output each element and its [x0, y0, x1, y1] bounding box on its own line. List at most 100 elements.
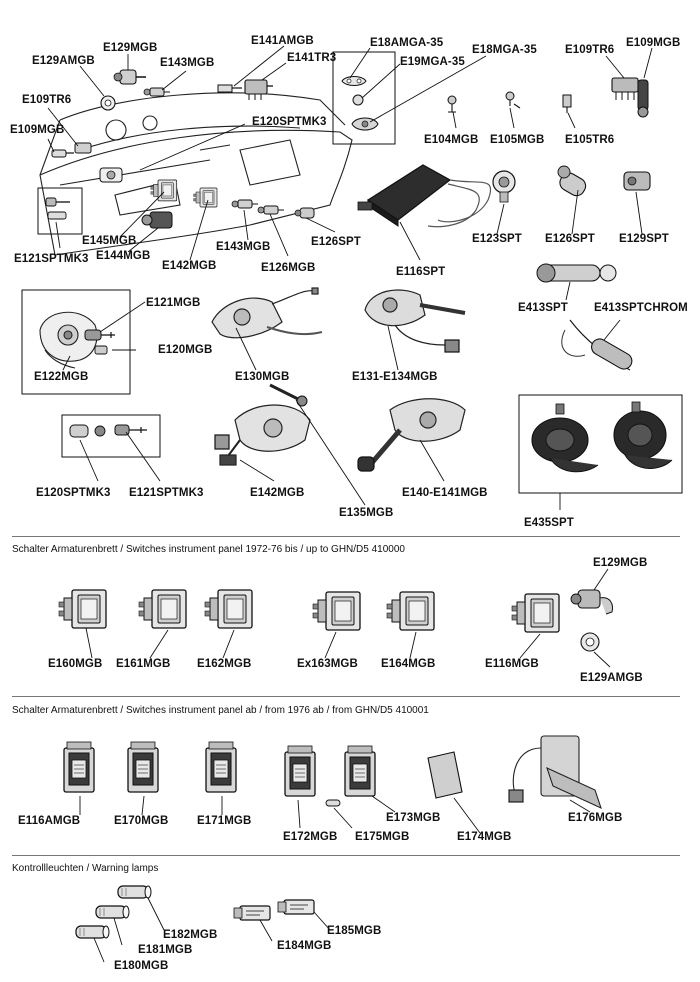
label-e120sptmk3-top: E120SPTMK3 [252, 116, 327, 128]
part-e141tr3 [244, 79, 273, 100]
switch-e164mgb [386, 591, 435, 631]
label-e109tr6-right: E109TR6 [565, 44, 615, 56]
label-e180mgb: E180MGB [114, 960, 169, 972]
label-e129mgb-top: E129MGB [103, 42, 158, 54]
e18-e19-group-box [332, 51, 396, 145]
label-e143mgb-mid: E143MGB [216, 241, 271, 253]
label-e129amgb-sw: E129AMGB [580, 672, 643, 684]
part-e176mgb [508, 735, 602, 810]
e120mgb-group-box [21, 289, 131, 395]
section-title-warning-lamps: Kontrollleuchten / Warning lamps [12, 863, 159, 874]
section-title-1972: Schalter Armaturenbrett / Switches instr… [12, 544, 405, 555]
label-e176mgb: E176MGB [568, 812, 623, 824]
part-e120sptmk3-top [99, 167, 123, 183]
part-e130mgb [211, 287, 323, 339]
label-e129spt: E129SPT [619, 233, 669, 245]
part-e129amgb-sw [580, 632, 600, 652]
part-e143mgb-mid [231, 199, 259, 209]
part-e126spt-mid [294, 207, 315, 219]
part-e145mgb [150, 179, 178, 202]
label-e182mgb: E182MGB [163, 929, 218, 941]
label-e160mgb: E160MGB [48, 658, 103, 670]
part-e413spt [536, 263, 617, 283]
lamp-e185mgb [277, 899, 315, 915]
label-e413spt: E413SPT [518, 302, 568, 314]
label-e141amgb: E141AMGB [251, 35, 314, 47]
part-e121sptmk3-top [45, 197, 70, 220]
label-e143mgb-top: E143MGB [160, 57, 215, 69]
label-e105tr6: E105TR6 [565, 134, 615, 146]
part-e126spt-right [557, 165, 587, 197]
label-e126spt-mid: E126SPT [311, 236, 361, 248]
label-e174mgb: E174MGB [457, 831, 512, 843]
label-e123spt: E123SPT [472, 233, 522, 245]
switch-e172mgb [284, 745, 316, 797]
lamp-e182mgb [117, 885, 152, 899]
part-e120sptmk3-bot [69, 424, 106, 438]
part-e131-e134mgb [364, 289, 466, 353]
label-ex163mgb: Ex163MGB [297, 658, 358, 670]
label-e18amga35: E18AMGA-35 [370, 37, 444, 49]
part-e19mga35 [352, 94, 364, 106]
label-e181mgb: E181MGB [138, 944, 193, 956]
label-e121sptmk3-bot: E121SPTMK3 [129, 487, 204, 499]
label-e142mgb-top: E142MGB [162, 260, 217, 272]
label-e184mgb: E184MGB [277, 940, 332, 952]
label-e126mgb: E126MGB [261, 262, 316, 274]
part-e109mgb-right [637, 79, 649, 118]
label-e413sptchrom: E413SPTCHROM [594, 302, 688, 314]
part-e123spt [492, 170, 516, 203]
label-e120mgb: E120MGB [158, 344, 213, 356]
label-e109mgb-left: E109MGB [10, 124, 65, 136]
part-e135mgb [269, 383, 308, 407]
label-e129mgb-sw: E129MGB [593, 557, 648, 569]
part-e435spt-horn-1 [531, 403, 599, 473]
label-e121sptmk3-top: E121SPTMK3 [14, 253, 89, 265]
part-e129mgb-sw [570, 589, 613, 615]
switch-ex163mgb [312, 591, 361, 631]
part-e126mgb [257, 205, 285, 215]
label-e175mgb: E175MGB [355, 831, 410, 843]
switch-e171mgb [205, 741, 237, 793]
dashboard-outline-illustration [39, 92, 353, 256]
part-e140-e141mgb [357, 398, 466, 472]
label-e116amgb: E116AMGB [18, 815, 81, 827]
switch-e161mgb [138, 589, 187, 629]
label-e171mgb: E171MGB [197, 815, 252, 827]
part-e142mgb-top [193, 187, 218, 208]
label-e161mgb: E161MGB [116, 658, 171, 670]
label-e172mgb: E172MGB [283, 831, 338, 843]
label-e109mgb-right: E109MGB [626, 37, 681, 49]
label-e145mgb: E145MGB [82, 235, 137, 247]
part-e109tr6-right [611, 77, 639, 100]
part-e129amgb-top [100, 95, 116, 111]
section-divider-3 [12, 855, 680, 856]
label-e140-e141mgb: E140-E141MGB [402, 487, 488, 499]
label-e116spt: E116SPT [396, 266, 446, 278]
switch-e116mgb [511, 593, 560, 633]
part-e105mgb [505, 91, 521, 109]
label-e185mgb: E185MGB [327, 925, 382, 937]
label-e142mgb-bot: E142MGB [250, 487, 305, 499]
label-e164mgb: E164MGB [381, 658, 436, 670]
label-e173mgb: E173MGB [386, 812, 441, 824]
label-e135mgb: E135MGB [339, 507, 394, 519]
part-e109mgb-left [51, 149, 74, 158]
part-e121sptmk3-bot [114, 424, 147, 436]
label-e131-e134mgb: E131-E134MGB [352, 371, 438, 383]
section-title-1976: Schalter Armaturenbrett / Switches instr… [12, 705, 429, 716]
label-e144mgb: E144MGB [96, 250, 151, 262]
label-e116mgb: E116MGB [485, 658, 539, 670]
label-e19mga35: E19MGA-35 [400, 56, 465, 68]
label-e104mgb: E104MGB [424, 134, 479, 146]
part-e175mgb [325, 799, 341, 807]
label-e105mgb: E105MGB [490, 134, 545, 146]
switch-e170mgb [127, 741, 159, 793]
label-e109tr6-left: E109TR6 [22, 94, 72, 106]
part-e142mgb-bot [214, 404, 311, 466]
label-e126spt-right: E126SPT [545, 233, 595, 245]
part-e122mgb [39, 311, 98, 369]
label-e141tr3: E141TR3 [287, 52, 337, 64]
